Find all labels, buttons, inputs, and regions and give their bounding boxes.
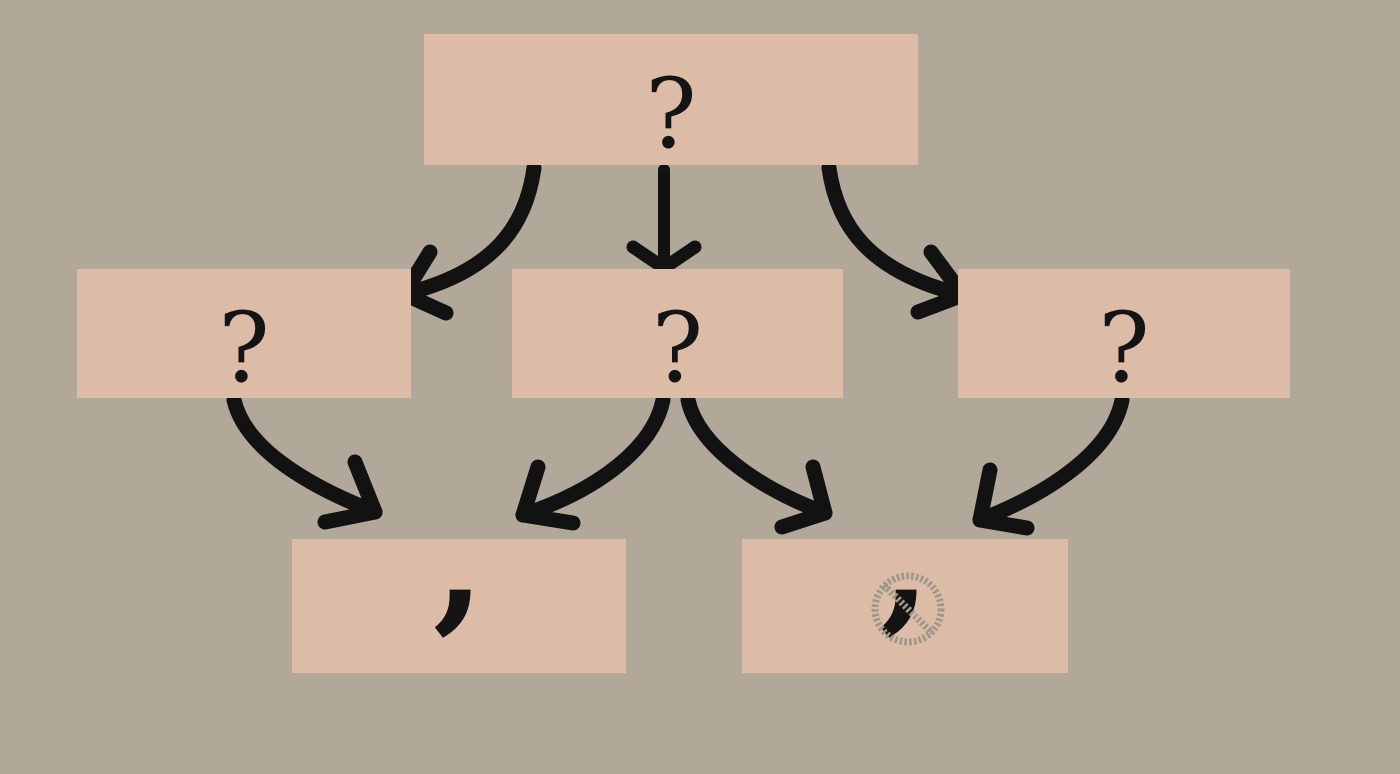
edge-mid-center-to-bottom-left-arrow xyxy=(515,392,671,531)
node-bottom-left-comma: , xyxy=(292,486,626,673)
edge-mid-center-to-bottom-right-arrow xyxy=(680,392,833,535)
edge-top-to-mid-center-arrow xyxy=(626,164,702,275)
node-bottom-right-no-comma: , xyxy=(742,486,1068,673)
prohibited-comma-glyph: , xyxy=(878,473,932,649)
no-symbol-icon xyxy=(871,572,945,646)
node-mid-left-label: ? xyxy=(218,291,270,404)
node-mid-left: ? xyxy=(77,269,411,398)
node-mid-right-label: ? xyxy=(1098,291,1150,404)
node-mid-center: ? xyxy=(512,269,843,398)
node-top-label: ? xyxy=(645,57,697,170)
edge-mid-left-to-bottom-left-arrow xyxy=(226,392,383,530)
edge-top-to-mid-right-arrow xyxy=(821,160,971,320)
node-mid-center-label: ? xyxy=(651,291,704,404)
edge-mid-right-to-bottom-right-arrow xyxy=(972,392,1130,536)
node-top: ? xyxy=(424,34,918,165)
comma-glyph: , xyxy=(432,473,486,649)
node-mid-right: ? xyxy=(958,269,1290,398)
